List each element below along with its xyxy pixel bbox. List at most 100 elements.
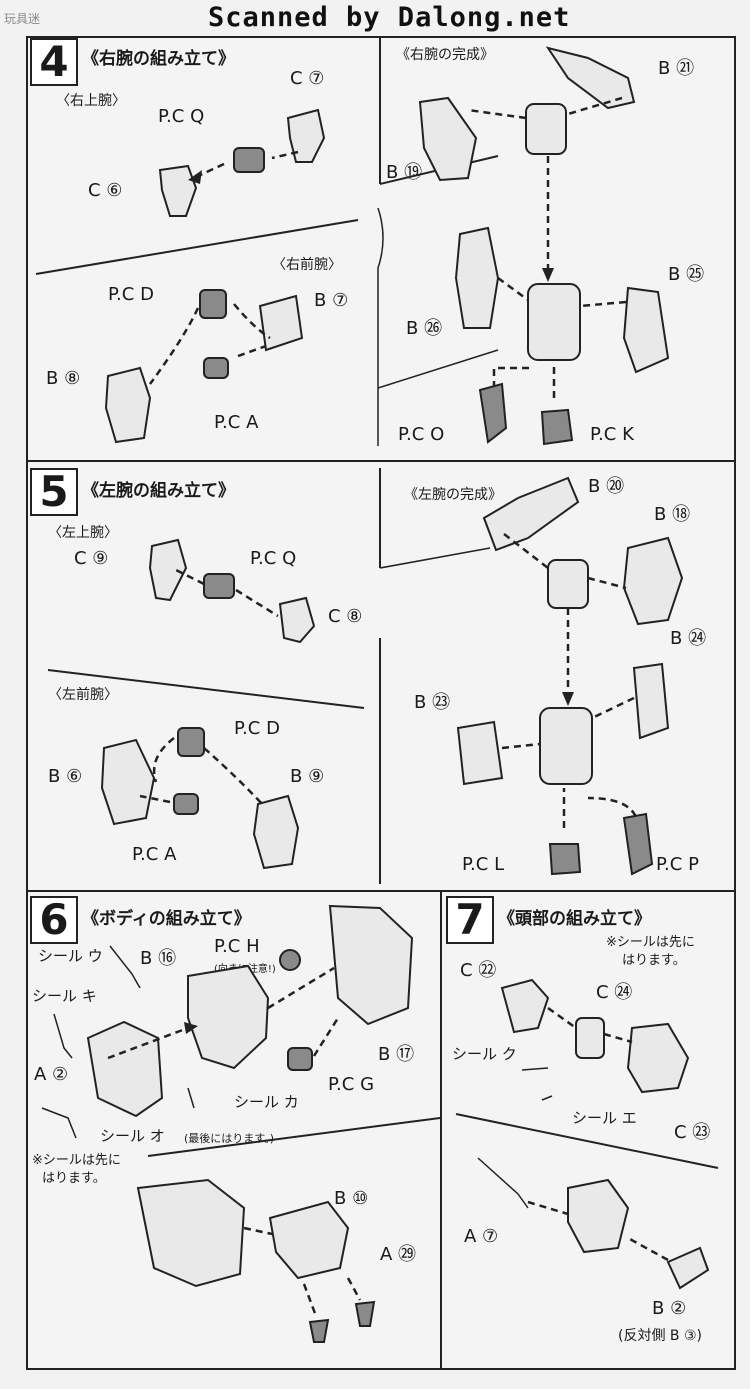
label-b2: B ② [652, 1298, 687, 1319]
label-b7: B ⑦ [314, 290, 349, 311]
seal-ka-sticker [187, 1087, 195, 1109]
a2-part [86, 1020, 164, 1118]
arrow-c22-c24 [547, 1006, 577, 1030]
c8-part [278, 596, 316, 644]
a29-part-right [354, 1300, 376, 1327]
divider-step5-step6 [28, 890, 734, 892]
label-b21: B ㉑ [658, 58, 695, 79]
scan-banner: 玩具迷 Scanned by Dalong.net [0, 0, 750, 36]
left-upper-arm-heading: 〈左上腕〉 [48, 525, 118, 541]
arrow-c24-c23 [603, 1032, 633, 1044]
arrow-arm-b18 [587, 576, 627, 590]
label-seal-e: シール エ [572, 1109, 637, 1127]
b21-part [545, 46, 636, 110]
label-c23: C ㉓ [674, 1122, 711, 1143]
seal-ki-sticker [53, 1013, 73, 1059]
label-pc-g: P.C G [328, 1074, 375, 1095]
pc-d-left-part [177, 727, 205, 757]
label-pc-d-left: P.C D [234, 718, 280, 739]
b2-part [666, 1246, 710, 1290]
left-forearm-heading: 〈左前腕〉 [48, 687, 118, 703]
divider-step4-step5 [28, 460, 734, 462]
step7-section-divider [455, 1113, 719, 1169]
label-pc-a-left: P.C A [132, 844, 177, 865]
c7-part [286, 108, 326, 163]
seal-ku-sticker [521, 1067, 549, 1071]
right-upper-arm-assembly [525, 103, 567, 155]
pc-o-hand [478, 382, 508, 444]
label-b17: B ⑰ [378, 1044, 415, 1065]
arrow-pcd-b9 [203, 747, 265, 807]
pc-a-left-part [173, 793, 199, 815]
arrow-b20-arm [503, 533, 549, 569]
label-pc-k: P.C K [590, 424, 634, 445]
arrow-pcd-b6 [152, 737, 175, 783]
label-a7: A ⑦ [464, 1226, 499, 1247]
b10-part [268, 1200, 350, 1280]
label-c9: C ⑨ [74, 548, 109, 569]
label-b23: B ㉓ [414, 692, 451, 713]
arrowhead-left-arm-down [562, 692, 574, 706]
c22-part [500, 978, 550, 1034]
step6-note-line2: はります。 [42, 1171, 106, 1186]
arrow-b10-body [243, 1226, 273, 1236]
label-pc-d: P.C D [108, 284, 154, 305]
pc-d-part [199, 289, 227, 319]
arrow-pcq-c8 [235, 588, 279, 618]
step5-callout-line-a [379, 547, 491, 569]
c9-part [148, 538, 188, 602]
arrow-pcg-b17 [312, 1017, 340, 1057]
pc-l-hand [548, 843, 582, 876]
b26-part [454, 226, 500, 329]
step5-title: 《左腕の組み立て》 [82, 481, 235, 501]
arrow-b25-forearm [579, 300, 627, 308]
a7-antenna [477, 1157, 529, 1209]
label-seal-u: シール ウ [38, 947, 103, 965]
label-b25: B ㉕ [668, 264, 705, 285]
b18-part [622, 536, 684, 626]
label-pc-q: P.C Q [158, 106, 205, 127]
label-seal-ku: シール ク [452, 1045, 517, 1063]
opposite-side-note: (反対側 B ③) [618, 1328, 702, 1344]
label-b8: B ⑧ [46, 368, 81, 389]
pc-h-part [279, 949, 301, 971]
label-c22: C ㉒ [460, 960, 497, 981]
step4-callout-line-b [377, 349, 499, 389]
arrow-b16-b17 [267, 966, 335, 1010]
arrow-arm-b19 [467, 108, 527, 120]
c24-part [575, 1017, 605, 1059]
c6-part [158, 164, 198, 217]
pc-p-hand [622, 812, 654, 876]
instruction-sheet: 4 《右腕の組み立て》 〈右上腕〉 P.C Q C ⑦ C ⑥ 〈右前腕〉 P.… [26, 36, 736, 1370]
step5-number: 5 [30, 468, 78, 516]
label-pc-q-left: P.C Q [250, 548, 297, 569]
pc-g-part [287, 1047, 313, 1071]
arrow-a29-left [302, 1283, 318, 1317]
step7-title: 《頭部の組み立て》 [498, 909, 651, 929]
label-c8: C ⑧ [328, 606, 363, 627]
b20-part [482, 476, 580, 552]
arrow-pco-forearm [492, 366, 534, 388]
arrow-a29-right [346, 1277, 362, 1301]
arrow-pcd-b8 [148, 307, 200, 385]
seal-u-sticker [109, 945, 141, 989]
b19-part [418, 96, 478, 182]
arrow-pcq-c9 [175, 568, 205, 586]
b8-part [104, 366, 152, 444]
label-c7: C ⑦ [290, 68, 325, 89]
step7-note-line2: はります。 [622, 953, 686, 968]
b9-part [252, 794, 300, 870]
seal-e-sticker [541, 1095, 553, 1101]
label-b16: B ⑯ [140, 948, 177, 969]
b17-part [328, 904, 414, 1026]
b7-part [258, 294, 304, 352]
label-pc-l: P.C L [462, 854, 505, 875]
label-b26: B ㉖ [406, 318, 443, 339]
label-b19: B ⑲ [386, 162, 423, 183]
right-arm-complete-heading: 《右腕の完成》 [396, 47, 494, 63]
step4-callout-curve [377, 207, 384, 446]
arrow-pca-b6 [139, 794, 171, 804]
pc-q-part [233, 147, 265, 173]
label-pc-p: P.C P [656, 854, 699, 875]
arrow-a2-b16 [107, 1026, 189, 1060]
